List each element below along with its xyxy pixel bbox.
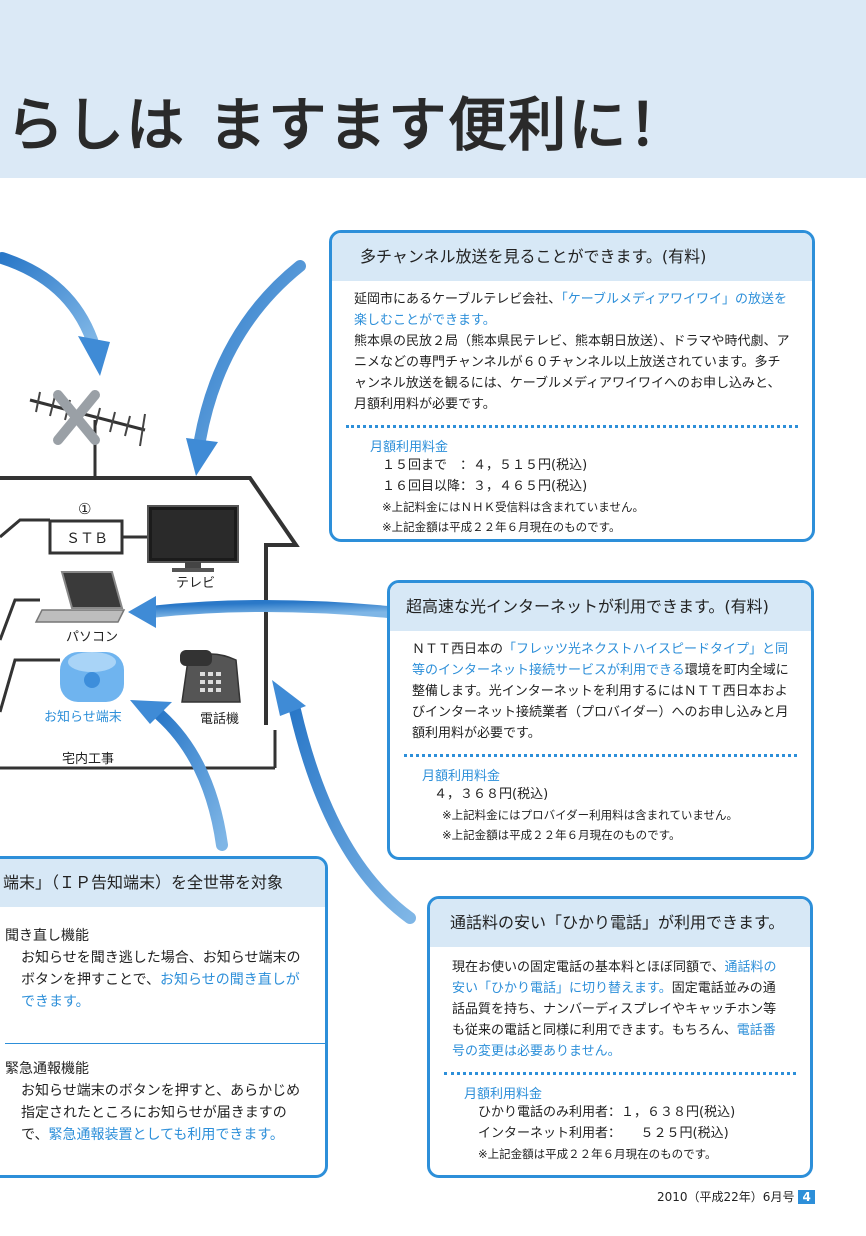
box3-text-a: 現在お使いの固定電話の基本料とほぼ同額で、 xyxy=(452,960,725,975)
emergency-function-title: 緊急通報機能 xyxy=(5,1061,89,1077)
arrow-to-antenna xyxy=(0,252,98,346)
arrow-to-phone xyxy=(289,704,416,924)
hikari-phone-title: 通話料の安い「ひかり電話」が利用できます。 xyxy=(430,899,810,947)
box3-text-blue2: 電話番号の変更は必要ありません。 xyxy=(452,1023,776,1059)
multichannel-title: 多チャンネル放送を見ることができます。(有料) xyxy=(332,233,812,281)
emergency-function-text-blue: 緊急通報装置としても利用できます。 xyxy=(48,1127,284,1143)
box2-price-1: ４，３６８円(税込) xyxy=(434,787,549,802)
dotted-divider xyxy=(444,1072,796,1075)
ip-terminal-box: 端末」（ＩＰ告知端末）を全世帯を対象 聞き直し機能 お知らせを聞き逃した場合、お… xyxy=(0,856,328,1178)
internet-box: 超高速な光インターネットが利用できます。(有料) ＮＴＴ西日本の「フレッツ光ネク… xyxy=(387,580,814,860)
page-headline: らしは ますます便利に！ xyxy=(6,91,689,159)
replay-function-title: 聞き直し機能 xyxy=(5,928,89,944)
internet-title: 超高速な光インターネットが利用できます。(有料) xyxy=(390,583,811,631)
box1-text-a: 延岡市にあるケーブルテレビ会社、 xyxy=(354,292,562,307)
box2-price-heading: 月額利用料金 xyxy=(422,769,501,784)
cross-mark-icon xyxy=(53,390,100,445)
box3-price-heading: 月額利用料金 xyxy=(464,1087,543,1102)
box3-text-b: 固定電話並みの通話品質を持ち、ナンバーディスプレイやキャッチホン等も従来の電話と… xyxy=(452,981,777,1038)
arrow-to-terminal xyxy=(154,709,228,851)
box1-text-b: 熊本県の民放２局（熊本県民テレビ、熊本朝日放送）、ドラマや時代劇、アニメなどの専… xyxy=(354,334,790,412)
box2-text-b: 環境を町内全域に整備します。光インターネットを利用するにはＮＴＴ西日本およびイン… xyxy=(412,663,789,741)
box3-price-1: ひかり電話のみ利用者：１，６３８円(税込) xyxy=(478,1105,736,1120)
arrow-to-pc xyxy=(144,600,394,618)
section-divider xyxy=(5,1043,325,1044)
wiring-label: 宅内工事 xyxy=(62,752,115,767)
replay-function-text: お知らせを聞き逃した場合、お知らせ端末のボタンを押すことで、 xyxy=(21,950,301,988)
issue-date: 2010（平成22年）6月号 xyxy=(657,1190,795,1204)
tv-icon xyxy=(147,505,239,572)
stb-label: ＳＴＢ xyxy=(66,531,108,547)
box1-note-2: ※上記金額は平成２２年６月現在のものです。 xyxy=(382,520,621,534)
laptop-icon xyxy=(34,571,126,623)
dotted-divider xyxy=(346,425,798,428)
header-band xyxy=(0,0,866,178)
box1-price-heading: 月額利用料金 xyxy=(370,440,449,455)
box3-text-blue1: 通話料の安い「ひかり電話」に切り替えます。 xyxy=(452,960,777,996)
box2-note-2: ※上記金額は平成２２年６月現在のものです。 xyxy=(442,828,681,842)
box1-price-2: １６回目以降：３，４６５円(税込) xyxy=(382,479,588,494)
marker-circled-1: ① xyxy=(78,500,92,518)
arrow-to-tv xyxy=(194,260,306,446)
box2-text-blue1: 「フレッツ光ネクストハイスピードタイプ」 xyxy=(503,642,762,657)
box2-text-a: ＮＴＴ西日本の xyxy=(412,642,504,657)
stb-device xyxy=(48,519,124,555)
ip-terminal-title: 端末」（ＩＰ告知端末）を全世帯を対象 xyxy=(0,859,325,907)
box2-note-1: ※上記料金にはプロバイダー利用料は含まれていません。 xyxy=(442,808,738,822)
emergency-function-text: お知らせ端末のボタンを押すと、あらかじめ指定されたところにお知らせが届きますので… xyxy=(21,1083,301,1143)
phone-label: 電話機 xyxy=(200,712,240,727)
box1-text-blue1: 「ケーブルメディアワイワイ」 xyxy=(561,292,736,307)
box1-text-blue2: の放送を楽しむことができます。 xyxy=(354,292,788,328)
telephone-icon xyxy=(180,650,241,703)
pc-label: パソコン xyxy=(66,630,119,645)
dotted-divider xyxy=(404,754,797,757)
terminal-label: お知らせ端末 xyxy=(44,710,122,725)
box3-note-1: ※上記金額は平成２２年６月現在のものです。 xyxy=(478,1147,717,1161)
box3-price-2: インターネット利用者： ５２５円(税込) xyxy=(478,1126,729,1141)
replay-function-text-blue: お知らせの聞き直しができます。 xyxy=(21,972,300,1010)
hikari-phone-box: 通話料の安い「ひかり電話」が利用できます。 現在お使いの固定電話の基本料とほぼ同… xyxy=(427,896,813,1178)
multichannel-box: 多チャンネル放送を見ることができます。(有料) 延岡市にあるケーブルテレビ会社、… xyxy=(329,230,815,542)
box1-note-1: ※上記料金にはＮＨＫ受信料は含まれていません。 xyxy=(382,500,644,514)
box2-text-blue2: と同等のインターネット接続サービスが利用できる xyxy=(412,642,788,678)
page-number: 4 xyxy=(798,1190,815,1204)
tv-label: テレビ xyxy=(176,576,216,591)
box1-price-1: １５回まで ：４，５１５円(税込) xyxy=(382,458,588,473)
notification-terminal-icon xyxy=(60,652,124,702)
